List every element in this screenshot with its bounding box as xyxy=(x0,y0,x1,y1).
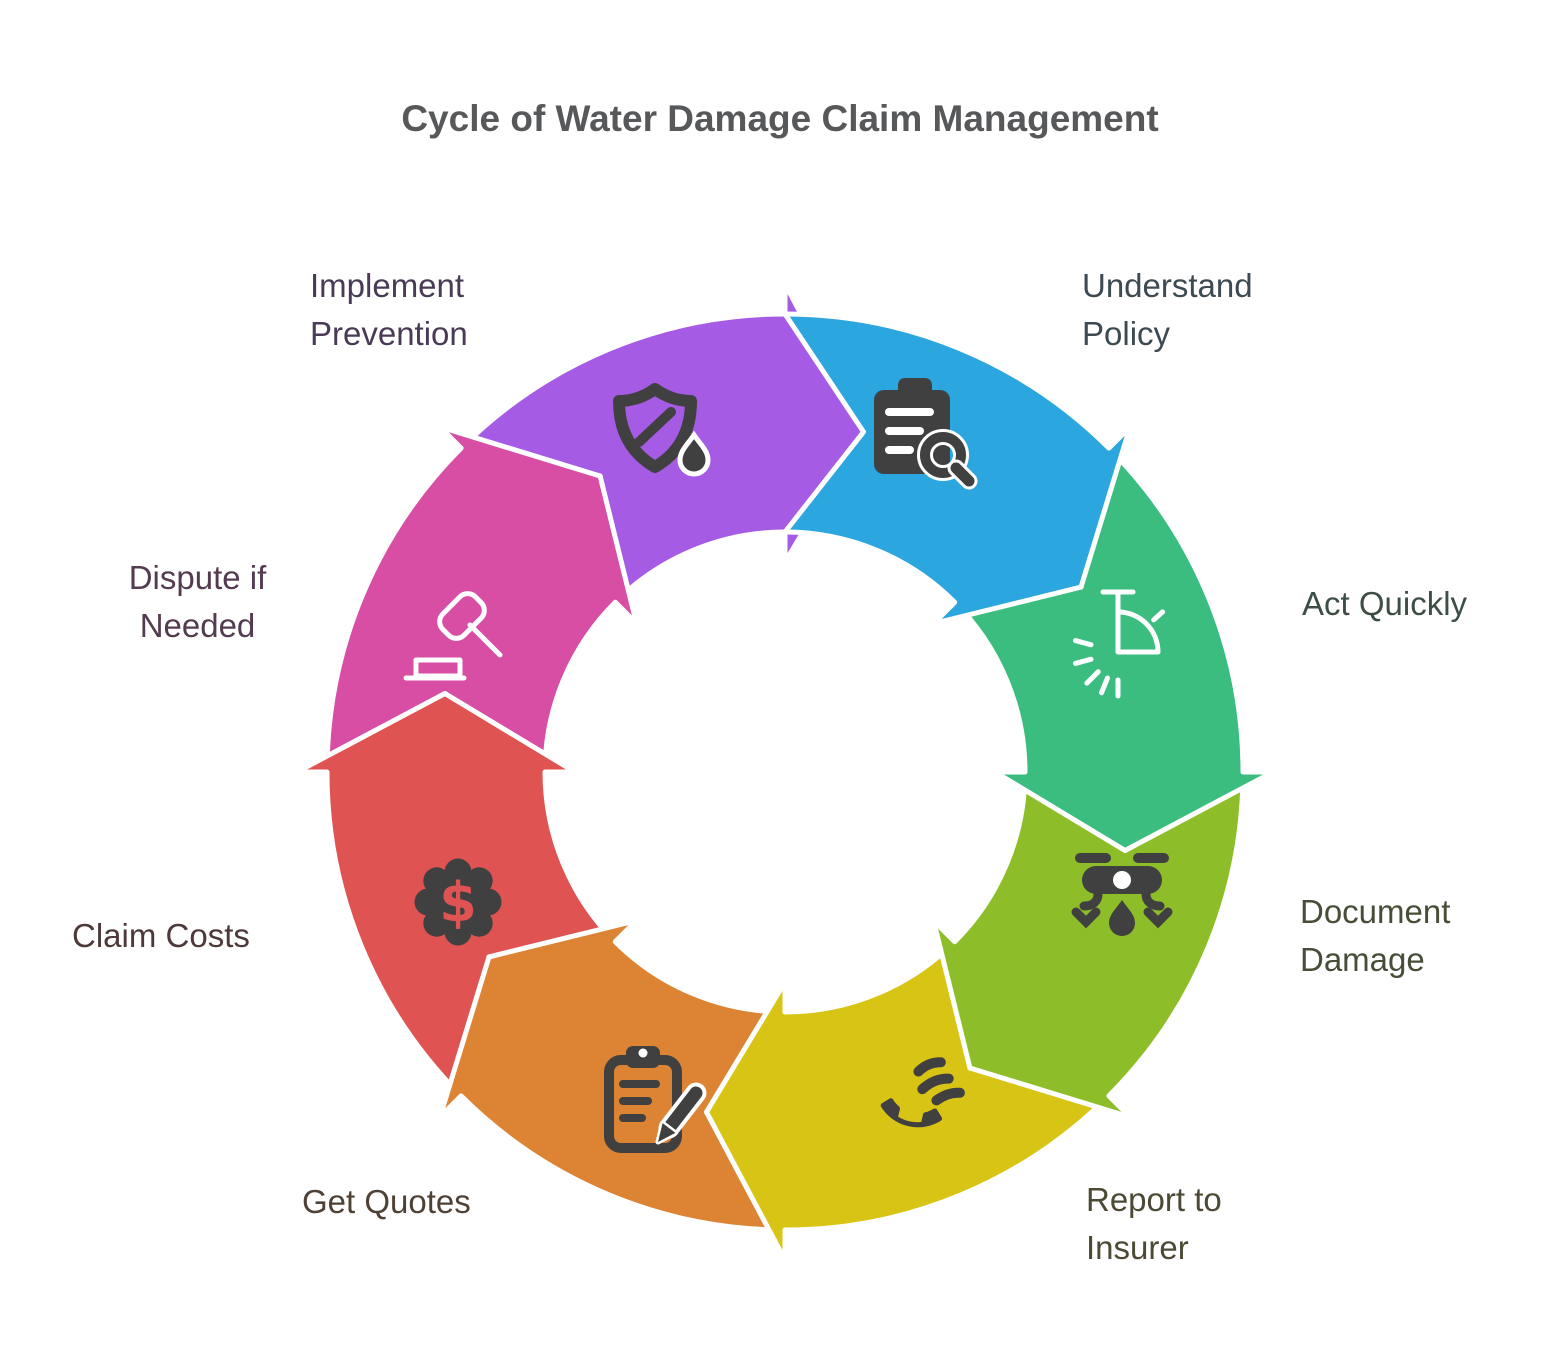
cycle-segment-report-to-insurer xyxy=(704,939,1112,1263)
cycle-segment-act-quickly xyxy=(952,445,1276,853)
drone-water-icon xyxy=(1071,853,1173,936)
gavel-icon xyxy=(403,591,503,681)
step-label-report-to-insurer: Report to Insurer xyxy=(1086,1181,1222,1266)
clipboard-search-icon xyxy=(874,378,978,490)
step-label-implement-prevention: Implement Prevention xyxy=(310,267,468,352)
step-label-get-quotes: Get Quotes xyxy=(302,1183,471,1220)
icons-layer: $ xyxy=(403,378,1173,1153)
dollar-sign: $ xyxy=(439,871,477,934)
dollar-badge-icon: $ xyxy=(414,858,502,946)
stopwatch-icon xyxy=(1073,589,1166,699)
step-label-act-quickly: Act Quickly xyxy=(1302,585,1468,622)
step-label-claim-costs: Claim Costs xyxy=(72,917,250,954)
step-label-understand-policy: Understand Policy xyxy=(1082,267,1253,352)
cycle-ring xyxy=(294,281,1276,1263)
step-label-document-damage: Document Damage xyxy=(1300,893,1451,978)
shield-drop-icon xyxy=(613,383,711,477)
phone-call-icon xyxy=(880,1057,965,1128)
page-title: Cycle of Water Damage Claim Management xyxy=(401,98,1159,139)
cycle-segment-dispute-if-needed xyxy=(324,424,639,775)
step-label-dispute-if-needed: Dispute if Needed xyxy=(128,559,267,644)
clipboard-pencil-icon xyxy=(604,1046,707,1153)
